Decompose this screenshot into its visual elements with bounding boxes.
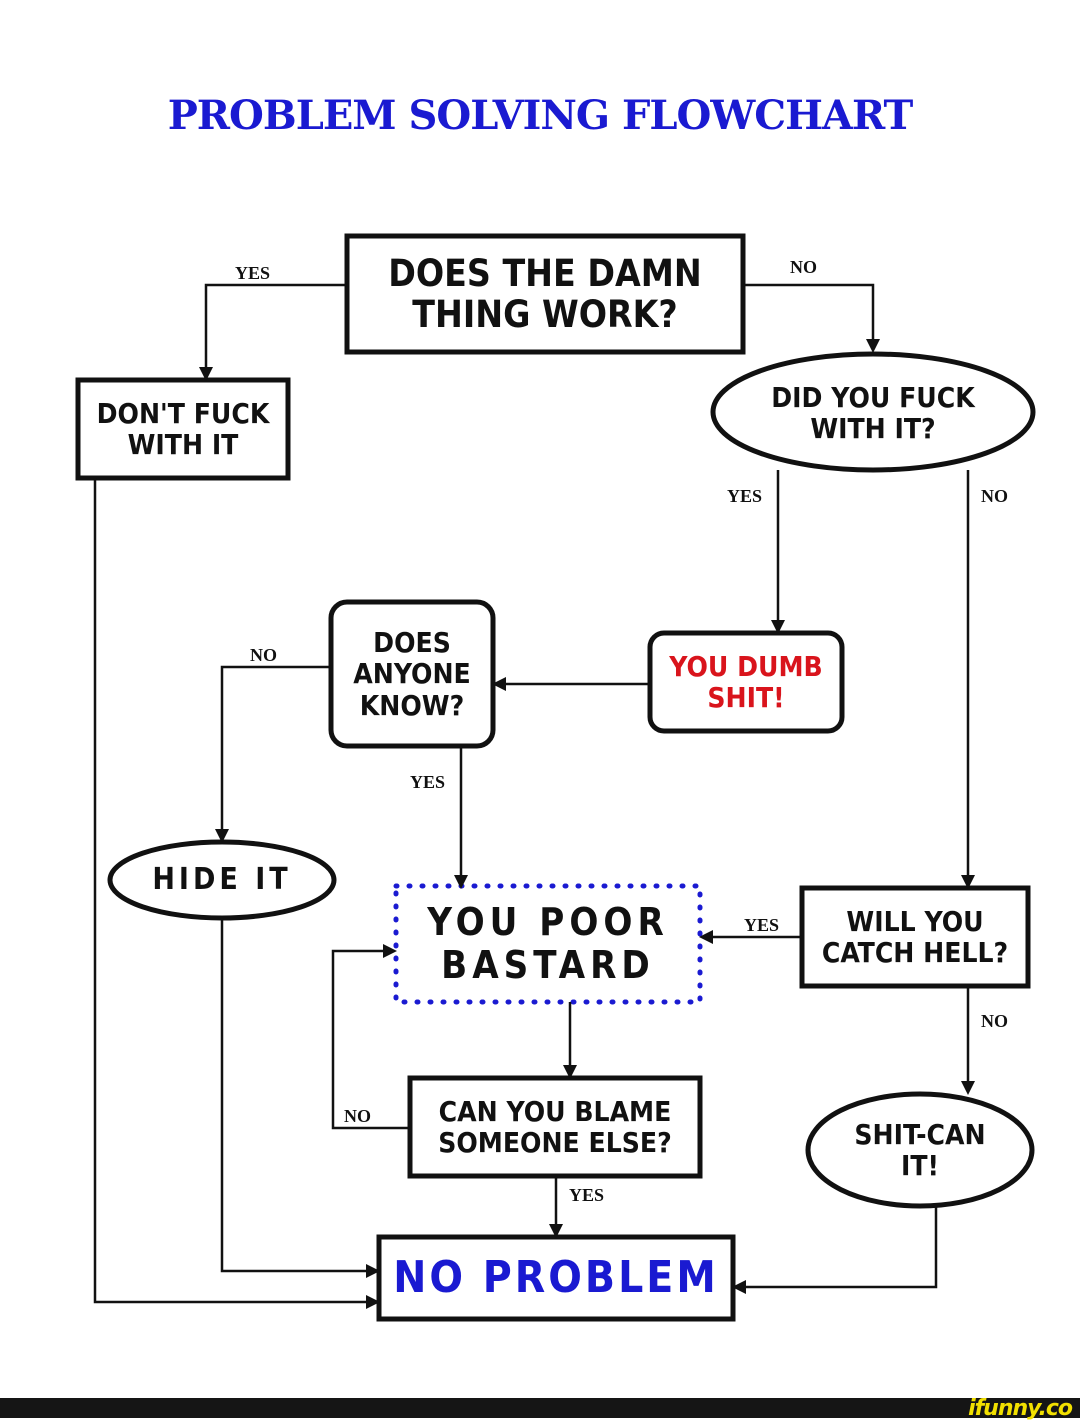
label-works-yes: YES xyxy=(235,263,271,283)
edge-anyone-no xyxy=(215,665,331,843)
label-did-yes: YES xyxy=(727,486,763,506)
edge-works-yes xyxy=(199,283,347,381)
node-blame-box xyxy=(407,1075,703,1179)
watermark-logo: ifunny.co xyxy=(968,1396,1073,1421)
node-poor-box xyxy=(393,883,703,1005)
node-works: DOES THE DAMN THING WORK? xyxy=(388,251,702,336)
node-shitcan: SHIT-CAN IT! xyxy=(854,1117,986,1182)
node-catch-hell-box xyxy=(799,885,1031,989)
node-did-you-ellipse xyxy=(710,351,1036,473)
label-blame-no: NO xyxy=(344,1106,371,1126)
label-works-no: NO xyxy=(790,257,817,277)
label-did-no: NO xyxy=(981,486,1008,506)
node-no-problem-box xyxy=(376,1234,736,1322)
label-blame-yes: YES xyxy=(569,1185,605,1205)
node-anyone-know: DOES ANYONE KNOW? xyxy=(353,625,471,722)
chart-title: PROBLEM SOLVING FLOWCHART xyxy=(167,92,914,139)
node-did-you: DID YOU FUCK WITH IT? xyxy=(771,380,975,445)
node-blame: CAN YOU BLAME SOMEONE ELSE? xyxy=(438,1094,672,1159)
node-poor: YOU POOR BASTARD xyxy=(427,900,669,987)
node-shitcan-ellipse xyxy=(805,1091,1035,1209)
node-anyone-box xyxy=(328,599,496,749)
node-dumb: YOU DUMB SHIT! xyxy=(669,649,823,714)
node-catch-hell: WILL YOU CATCH HELL? xyxy=(821,904,1009,969)
edge-donttouch-to-noproblem xyxy=(93,478,380,1309)
label-anyone-no: NO xyxy=(250,645,277,665)
node-dont-touch: DON'T FUCK WITH IT xyxy=(96,396,270,461)
node-no-problem: NO PROBLEM xyxy=(393,1252,719,1304)
edge-works-no xyxy=(743,283,880,353)
edge-shitcan-to-noproblem xyxy=(732,1206,938,1294)
node-hide: HIDE IT xyxy=(152,862,292,898)
label-anyone-yes: YES xyxy=(410,772,446,792)
footer-bar xyxy=(0,1398,1080,1418)
node-dumb-box xyxy=(647,630,845,734)
node-dont-touch-box xyxy=(75,377,291,481)
edge-blame-no xyxy=(331,944,410,1130)
label-hell-yes: YES xyxy=(744,915,780,935)
edge-hide-to-noproblem xyxy=(220,918,380,1278)
node-works-box xyxy=(344,233,746,355)
label-hell-no: NO xyxy=(981,1011,1008,1031)
